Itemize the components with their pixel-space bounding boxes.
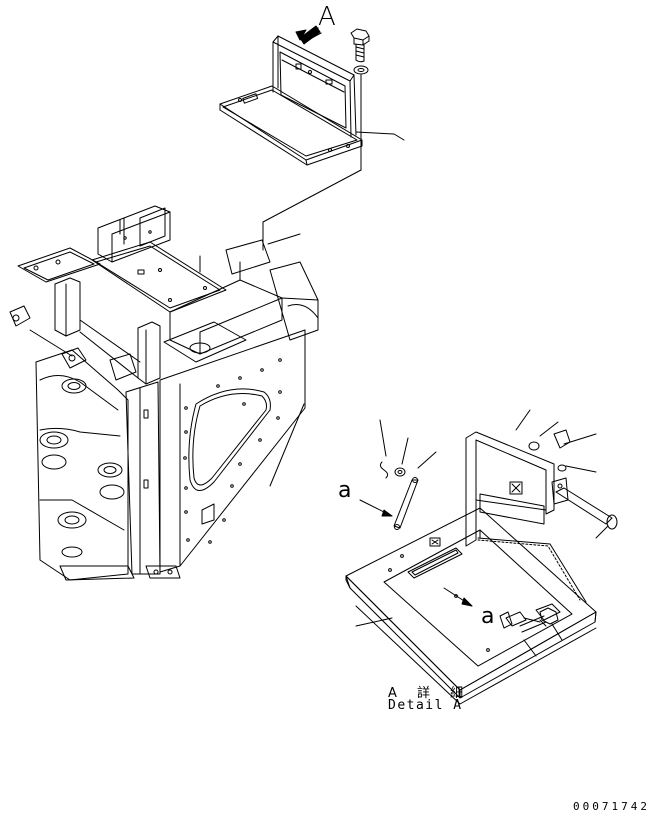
arrow-label-a-top: a [338,478,352,503]
detail-caption-english: Detail A [388,698,463,713]
washer-top [354,66,368,74]
main-frame [10,206,318,580]
view-label-a: A [318,2,336,32]
detail-caption-japanese: A 詳 細 [388,686,472,701]
arrow-label-a-bottom: a [481,604,495,629]
leader-to-frame [263,170,361,250]
leader-detail [270,404,304,486]
leader-cover [356,132,404,140]
detail-a-view [346,410,617,704]
drawing-number: 00071742 [573,800,650,813]
view-direction-arrow [296,26,321,44]
cover-plate-assembly [220,36,362,165]
bolt-top [351,29,369,62]
